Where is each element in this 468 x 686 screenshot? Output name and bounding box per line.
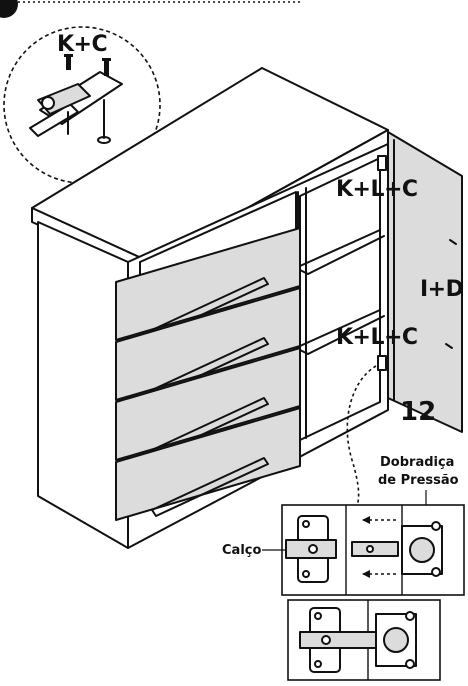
screw-icon: [64, 54, 111, 76]
drawer: [115, 407, 301, 521]
hinge-bottom-label: K+L+C: [336, 325, 418, 350]
door-part-label: I+D: [420, 277, 464, 302]
detail-circle: [3, 26, 161, 184]
detail-label-kc: K+C: [57, 32, 107, 57]
arrow-icon: [362, 516, 396, 578]
door: [387, 131, 463, 433]
hinge-detail-box-2: [287, 599, 441, 681]
hinge-count: 12: [400, 397, 436, 427]
hinge-top-label: K+L+C: [336, 177, 418, 202]
hinge-name-line1: Dobradiça: [380, 455, 454, 470]
hinge-connector: [346, 365, 377, 509]
drawer-stack: [115, 227, 301, 521]
hinge-icon: [377, 155, 387, 371]
hinge-name-line2: de Pressão: [378, 473, 459, 488]
step-badge: [0, 0, 18, 18]
shim-label: Calço: [222, 543, 261, 558]
hinge-detail-box-1: [281, 504, 465, 596]
